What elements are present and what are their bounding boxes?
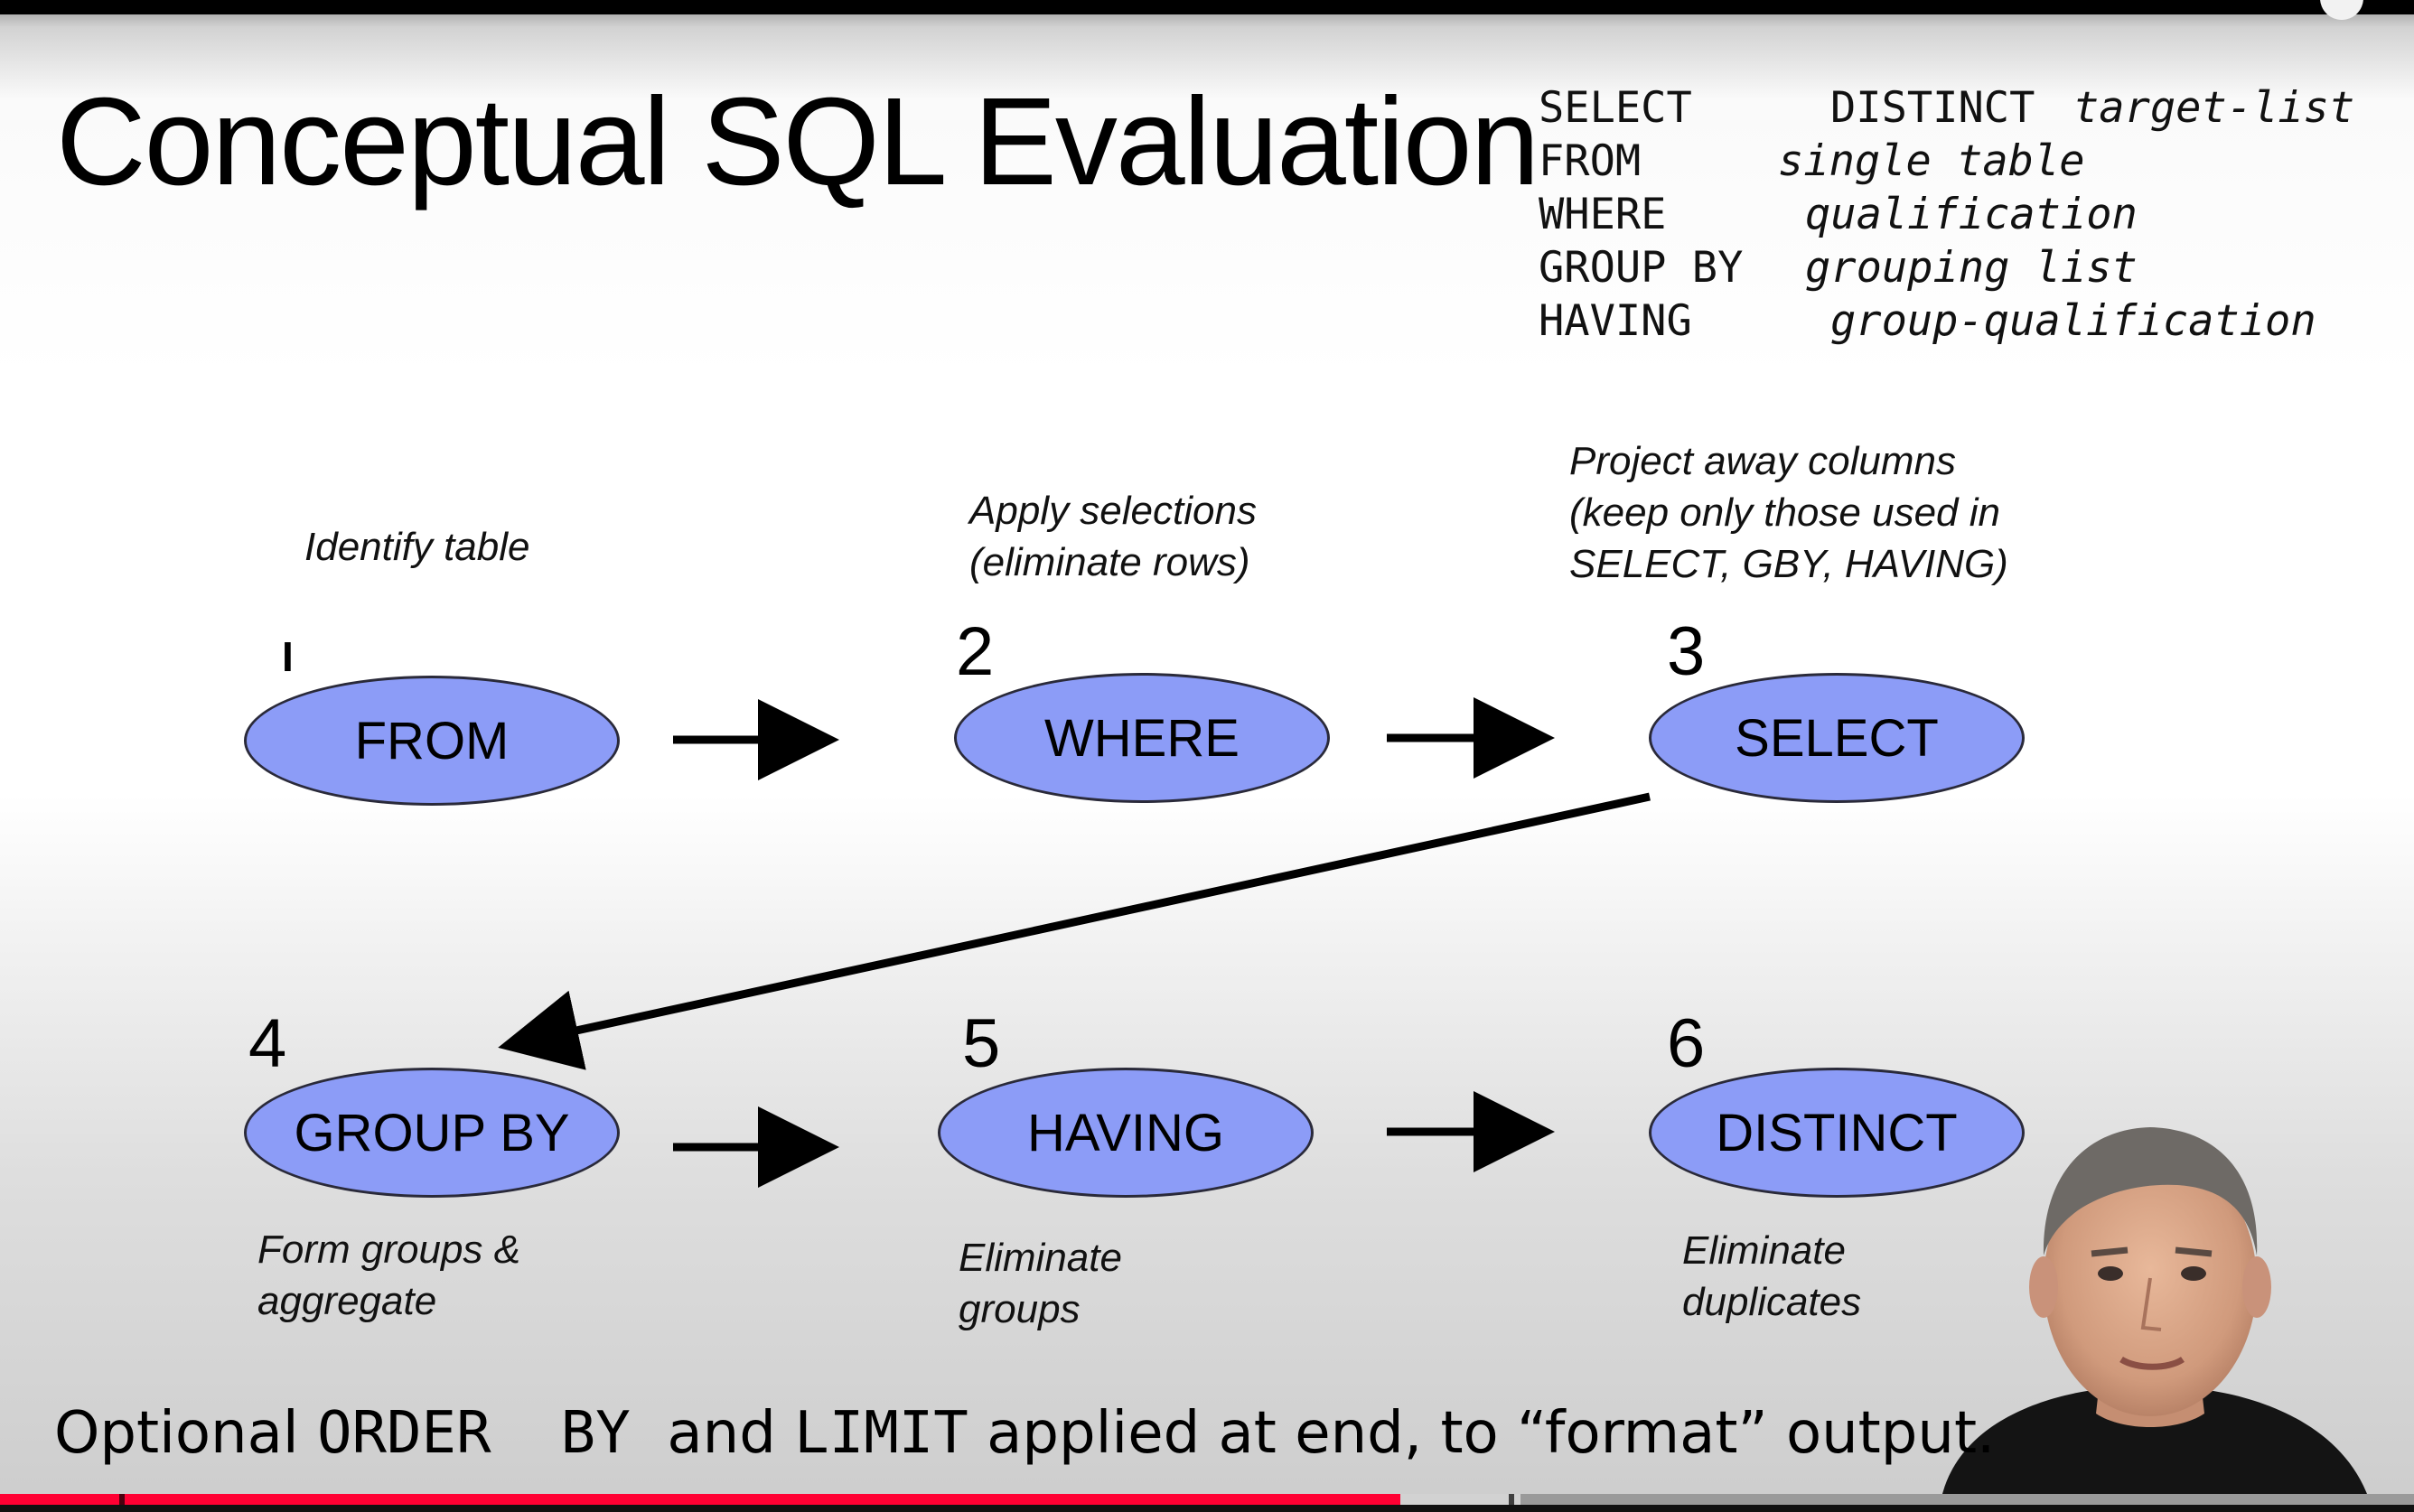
sql-argument: target-list bbox=[2073, 83, 2355, 133]
sql-argument: grouping list bbox=[1805, 243, 2138, 293]
sql-distinct-keyword: DISTINCT bbox=[1830, 83, 2035, 133]
note-line: duplicates bbox=[1682, 1280, 1862, 1324]
step-from-node: FROM bbox=[244, 676, 620, 806]
sql-keyword: WHERE bbox=[1539, 190, 1667, 239]
slide-title: Conceptual SQL Evaluation bbox=[56, 72, 1539, 211]
sql-line-where: WHERE qualification bbox=[1539, 190, 2397, 240]
player-control-icon[interactable] bbox=[2320, 0, 2363, 20]
chapter-marker bbox=[119, 1494, 125, 1505]
step-distinct-node: DISTINCT bbox=[1649, 1068, 2025, 1198]
arrow-select-groupby bbox=[498, 792, 1651, 1070]
progress-played bbox=[0, 1494, 1400, 1505]
step-note-distinct: Eliminate duplicates bbox=[1682, 1225, 1861, 1328]
chapter-marker bbox=[1509, 1494, 1514, 1505]
video-progress-bar[interactable] bbox=[0, 1494, 2414, 1505]
footer-keyword-orderby: ORDER BY bbox=[316, 1400, 631, 1467]
footer-text: applied at end, to “format” output. bbox=[968, 1400, 1996, 1467]
sql-argument: single table bbox=[1778, 136, 2085, 186]
step-note-where: Apply selections (eliminate rows) bbox=[969, 485, 1257, 588]
sql-line-groupby: GROUP BY grouping list bbox=[1539, 243, 2397, 294]
video-bottom-edge bbox=[0, 1505, 2414, 1512]
step-note-groupby: Form groups & aggregate bbox=[257, 1224, 520, 1327]
note-line: (eliminate rows) bbox=[969, 540, 1250, 584]
note-line: Apply selections bbox=[969, 489, 1257, 533]
sql-keyword: GROUP BY bbox=[1539, 243, 1744, 293]
sql-line-select: SELECT DISTINCT target-list bbox=[1539, 83, 2397, 134]
video-top-bar bbox=[0, 0, 2414, 20]
step-groupby-node: GROUP BY bbox=[244, 1068, 620, 1198]
sql-line-from: FROM single table bbox=[1539, 136, 2397, 187]
sql-keyword: FROM bbox=[1539, 136, 1642, 186]
footer-text: Optional bbox=[54, 1400, 317, 1467]
note-line: aggregate bbox=[257, 1279, 437, 1323]
step-number: 2 bbox=[956, 613, 995, 690]
footer-keyword-limit: LIMIT bbox=[794, 1400, 968, 1467]
note-line: Form groups & bbox=[257, 1227, 520, 1272]
step-note-having: Eliminate groups bbox=[959, 1232, 1122, 1335]
note-line: Project away columns bbox=[1569, 439, 1956, 483]
note-line: Eliminate bbox=[1682, 1228, 1846, 1273]
note-line: Identify table bbox=[304, 525, 530, 569]
step-select-node: SELECT bbox=[1649, 673, 2025, 803]
step-number: I bbox=[282, 633, 294, 680]
step-note-select: Project away columns (keep only those us… bbox=[1569, 435, 2008, 590]
sql-keyword: SELECT bbox=[1539, 83, 1692, 133]
step-number: 4 bbox=[248, 1005, 287, 1082]
footer-note: Optional ORDER BY and LIMIT applied at e… bbox=[54, 1400, 1995, 1467]
note-line: SELECT, GBY, HAVING) bbox=[1569, 542, 2008, 586]
sql-keyword: HAVING bbox=[1539, 296, 1692, 346]
sql-line-having: HAVING group-qualification bbox=[1539, 296, 2397, 347]
presenter-video-overlay bbox=[1942, 1127, 2367, 1494]
step-having-node: HAVING bbox=[938, 1068, 1314, 1198]
sql-argument: qualification bbox=[1805, 190, 2138, 239]
note-line: groups bbox=[959, 1287, 1081, 1331]
sql-argument: group-qualification bbox=[1830, 296, 2316, 346]
footer-text: and bbox=[630, 1400, 795, 1467]
step-where-node: WHERE bbox=[954, 673, 1330, 803]
note-line: (keep only those used in bbox=[1569, 490, 2000, 535]
step-number: 6 bbox=[1667, 1005, 1706, 1082]
note-line: Eliminate bbox=[959, 1236, 1122, 1280]
step-number: 5 bbox=[962, 1005, 1001, 1082]
step-note-from: Identify table bbox=[304, 521, 530, 573]
step-number: 3 bbox=[1667, 613, 1706, 690]
